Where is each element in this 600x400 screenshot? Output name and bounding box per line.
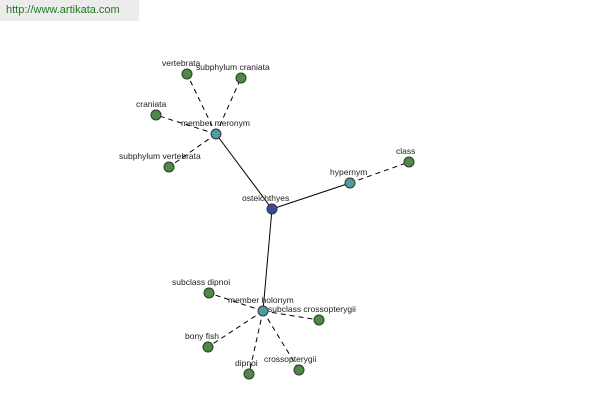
node-member-holonym[interactable] <box>257 305 269 317</box>
label-class: class <box>396 146 415 156</box>
edge-root-to-member-holonym <box>262 208 273 312</box>
label-subphylum-craniata: subphylum craniata <box>196 62 270 72</box>
edge-root-to-hypernym <box>271 182 351 210</box>
edge-member-meronym-to-subphylum-craniata <box>215 77 242 135</box>
edge-member-holonym-to-subclass-crossopterygii <box>262 310 320 321</box>
node-class[interactable] <box>403 156 415 168</box>
node-subclass-crossopterygii[interactable] <box>313 314 325 326</box>
edge-member-holonym-to-dipnoi <box>248 310 264 375</box>
label-hypernym: hypernym <box>330 167 367 177</box>
label-subclass-dipnoi: subclass dipnoi <box>172 277 230 287</box>
node-craniata[interactable] <box>150 109 162 121</box>
label-member-meronym: member meronym <box>181 118 250 128</box>
node-subphylum-vertebrata[interactable] <box>163 161 175 173</box>
edge-hypernym-to-class <box>349 161 410 184</box>
site-url-link[interactable]: http://www.artikata.com <box>0 0 139 21</box>
label-bony-fish: bony fish <box>185 331 219 341</box>
label-member-holonym: member holonym <box>228 295 294 305</box>
edges-layer <box>155 73 410 375</box>
node-subphylum-craniata[interactable] <box>235 72 247 84</box>
node-subclass-dipnoi[interactable] <box>203 287 215 299</box>
edge-member-meronym-to-craniata <box>155 114 217 135</box>
node-root[interactable] <box>266 203 278 215</box>
node-hypernym[interactable] <box>344 177 356 189</box>
node-vertebrata[interactable] <box>181 68 193 80</box>
label-subclass-crossopterygii: subclass crossopterygii <box>268 304 356 314</box>
label-dipnoi: dipnoi <box>235 358 258 368</box>
node-dipnoi[interactable] <box>243 368 255 380</box>
label-vertebrata: vertebrata <box>162 58 201 68</box>
label-root: osteichthyes <box>242 193 289 203</box>
node-member-meronym[interactable] <box>210 128 222 140</box>
edge-member-holonym-to-bony-fish <box>207 310 264 348</box>
edge-member-holonym-to-crossopterygii <box>262 310 300 371</box>
edge-member-meronym-to-subphylum-vertebrata <box>168 133 217 168</box>
label-craniata: craniata <box>136 99 167 109</box>
label-subphylum-vertebrata: subphylum vertebrata <box>119 151 201 161</box>
nodes-layer <box>150 68 415 380</box>
edge-member-meronym-to-vertebrata <box>186 73 217 135</box>
edge-member-holonym-to-subclass-dipnoi <box>208 292 264 312</box>
node-crossopterygii[interactable] <box>293 364 305 376</box>
labels-layer: osteichthyes member meronym hypernym member… <box>119 58 415 368</box>
edge-root-to-member-meronym <box>215 133 273 210</box>
label-crossopterygii: crossopterygii <box>264 354 317 364</box>
node-bony-fish[interactable] <box>202 341 214 353</box>
